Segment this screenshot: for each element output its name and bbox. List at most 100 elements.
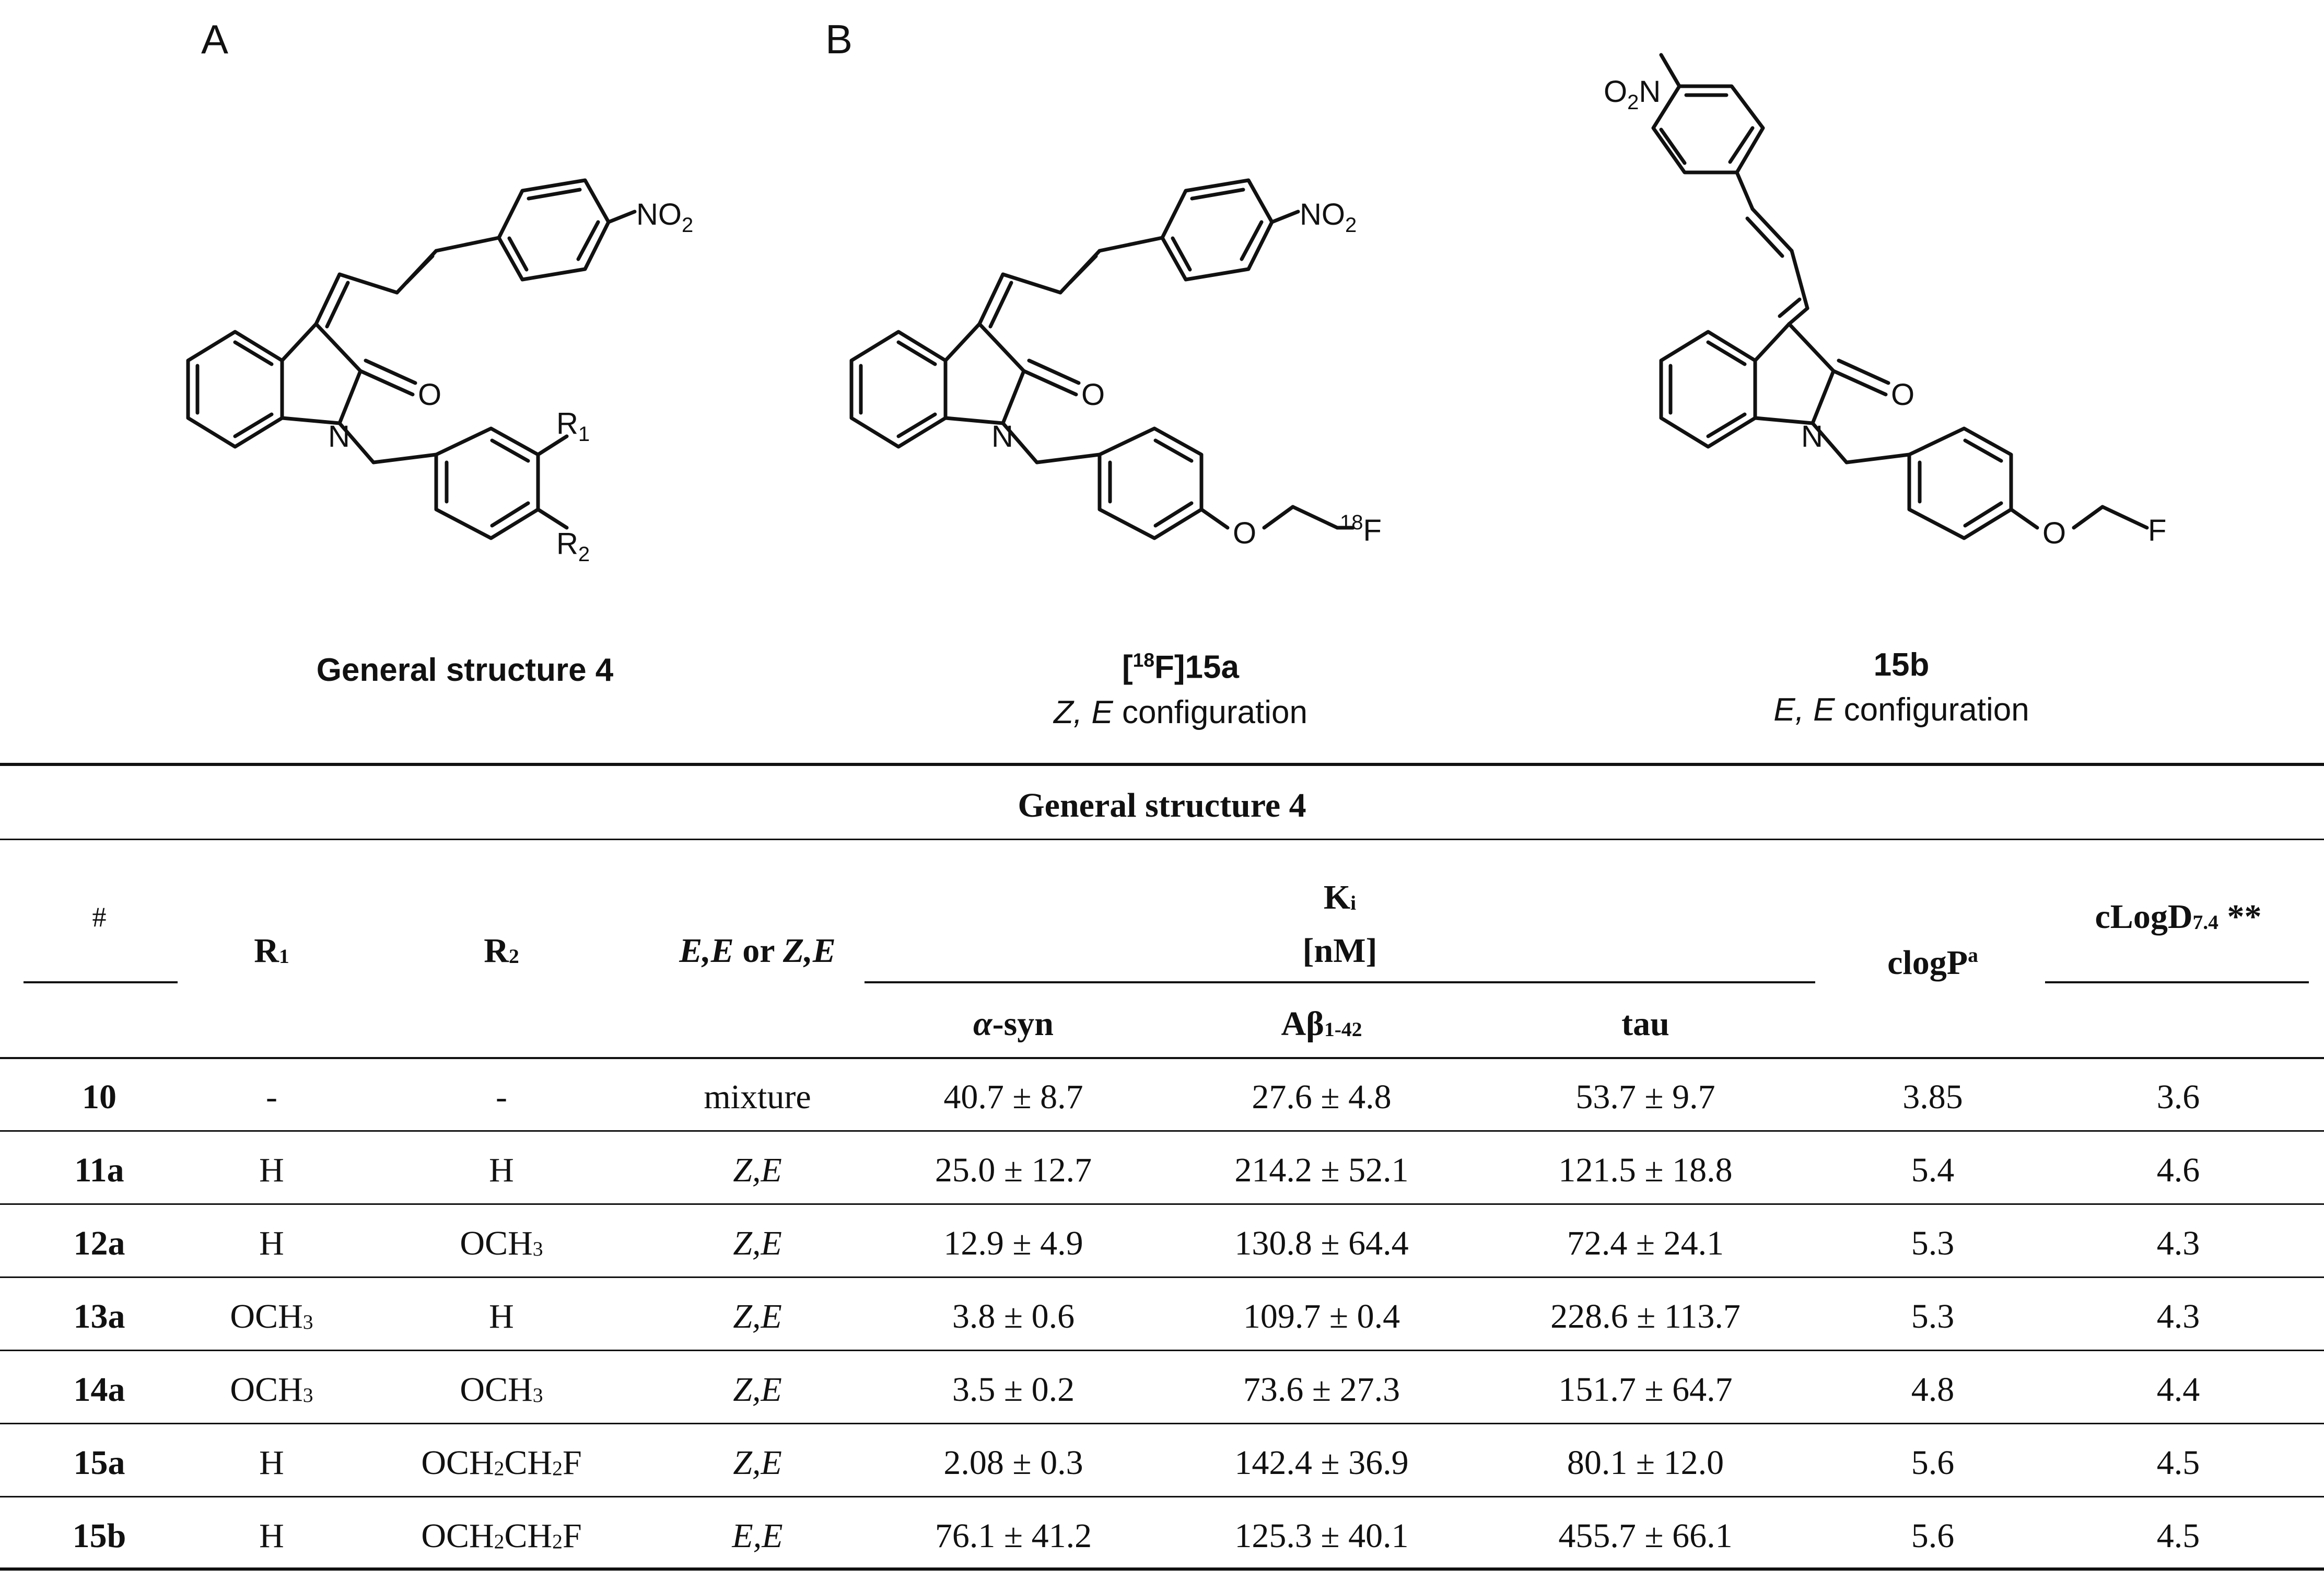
general-r1-label: R1 xyxy=(556,407,590,446)
row-rule xyxy=(0,1203,2324,1205)
cell-abeta: 27.6 ± 4.8 xyxy=(1252,1078,1392,1116)
m15a-f-label: 18F xyxy=(1340,511,1382,548)
cell-config: mixture xyxy=(704,1078,811,1116)
table-title-rule xyxy=(0,839,2324,840)
cell-r1: H xyxy=(259,1151,284,1189)
cell-config: Z,E xyxy=(733,1444,782,1482)
row-rule xyxy=(0,1350,2324,1351)
cell-r2: H xyxy=(489,1151,514,1189)
cell-tau: 121.5 ± 18.8 xyxy=(1558,1151,1733,1189)
cell-asyn: 12.9 ± 4.9 xyxy=(943,1224,1083,1262)
cell-tau: 80.1 ± 12.0 xyxy=(1567,1444,1724,1482)
row-rule xyxy=(0,1496,2324,1497)
cell-r2: OCH3 xyxy=(460,1371,543,1409)
cell-tau: 228.6 ± 113.7 xyxy=(1550,1297,1741,1335)
m15b-n-label: N xyxy=(1801,420,1823,454)
cell-asyn: 76.1 ± 41.2 xyxy=(935,1517,1092,1555)
table-title: General structure 4 xyxy=(1018,786,1306,824)
panel-label-b: B xyxy=(825,16,853,62)
table-bottom-rule xyxy=(0,1567,2324,1571)
cell-id: 10 xyxy=(82,1078,116,1116)
header-tau: tau xyxy=(1621,1005,1669,1043)
cell-abeta: 130.8 ± 64.4 xyxy=(1234,1224,1409,1262)
cell-abeta: 109.7 ± 0.4 xyxy=(1243,1297,1400,1335)
m15b-config: E, E configuration xyxy=(1773,692,2029,728)
general-caption-block: General structure 4 xyxy=(293,648,637,693)
header-abeta: Aβ1-42 xyxy=(1281,1005,1362,1043)
cell-clogd: 4.6 xyxy=(2156,1151,2200,1189)
m15a-caption: [18F]15a xyxy=(1122,649,1239,686)
header-r2: R2 xyxy=(484,932,519,970)
cell-clogp: 3.85 xyxy=(1902,1078,1963,1116)
m15a-ether-o-label: O xyxy=(1233,516,1256,550)
cell-asyn: 3.5 ± 0.2 xyxy=(952,1371,1075,1409)
header-clogp: clogPa xyxy=(1887,944,1978,982)
cell-tau: 53.7 ± 9.7 xyxy=(1575,1078,1715,1116)
cell-id: 15a xyxy=(73,1444,125,1482)
cell-clogp: 5.3 xyxy=(1911,1224,1955,1262)
cell-r2: OCH2CH2F xyxy=(421,1517,582,1555)
cell-r2: OCH2CH2F xyxy=(421,1444,582,1482)
cell-config: E,E xyxy=(732,1517,783,1555)
cell-abeta: 73.6 ± 27.3 xyxy=(1243,1371,1400,1409)
m15a-oxo-label: O xyxy=(1081,378,1105,412)
m15b-oxo-label: O xyxy=(1891,378,1914,412)
chemical-structures: NO2 O N R1 R2 NO2 O N O 18F O2N O N O F xyxy=(186,53,2166,566)
header-bottom-rule xyxy=(0,1057,2324,1059)
cell-clogd: 4.5 xyxy=(2156,1517,2200,1555)
cell-r2: - xyxy=(496,1078,507,1116)
cell-clogp: 5.3 xyxy=(1911,1297,1955,1335)
m15a-n-label: N xyxy=(991,420,1013,454)
cell-abeta: 214.2 ± 52.1 xyxy=(1234,1151,1409,1189)
cell-id: 14a xyxy=(73,1371,125,1409)
header-num-rule xyxy=(24,981,178,983)
header-asyn: α-syn xyxy=(973,1005,1054,1043)
m15a-config: Z, E configuration xyxy=(1054,694,1307,730)
cell-tau: 72.4 ± 24.1 xyxy=(1567,1224,1724,1262)
cell-r2: OCH3 xyxy=(460,1224,543,1262)
cell-asyn: 40.7 ± 8.7 xyxy=(943,1078,1083,1116)
cell-r1: H xyxy=(259,1517,284,1555)
row-rule xyxy=(0,1276,2324,1278)
cell-config: Z,E xyxy=(733,1297,782,1335)
m15b-ether-o-label: O xyxy=(2042,516,2066,550)
general-oxo-label: O xyxy=(418,378,441,412)
cell-config: Z,E xyxy=(733,1371,782,1409)
structure-general xyxy=(186,178,637,540)
general-nitro-label: NO2 xyxy=(636,198,693,237)
cell-r1: - xyxy=(266,1078,277,1116)
general-n-label: N xyxy=(328,420,350,454)
panel-label-a: A xyxy=(201,16,229,62)
cell-clogd: 4.3 xyxy=(2156,1224,2200,1262)
cell-clogp: 5.6 xyxy=(1911,1517,1955,1555)
m15a-caption-block: [18F]15a Z, E configuration xyxy=(982,637,1379,735)
cell-config: Z,E xyxy=(733,1151,782,1189)
header-ki-rule xyxy=(865,981,1815,983)
cell-id: 15b xyxy=(72,1517,126,1555)
structure-15b xyxy=(1651,53,2149,540)
cell-r2: H xyxy=(489,1297,514,1335)
cell-abeta: 142.4 ± 36.9 xyxy=(1234,1444,1409,1482)
cell-id: 12a xyxy=(73,1224,125,1262)
header-r1: R1 xyxy=(254,932,289,970)
cell-r1: H xyxy=(259,1224,284,1262)
m15b-caption: 15b xyxy=(1873,647,1930,683)
cell-asyn: 25.0 ± 12.7 xyxy=(935,1151,1092,1189)
header-clogd-rule xyxy=(2045,981,2309,983)
m15b-nitro-label: O2N xyxy=(1604,75,1661,114)
cell-tau: 151.7 ± 64.7 xyxy=(1558,1371,1733,1409)
general-caption: General structure 4 xyxy=(316,652,614,688)
structure-15a xyxy=(849,178,1355,540)
cell-config: Z,E xyxy=(733,1224,782,1262)
general-r2-label: R2 xyxy=(556,527,590,566)
cell-clogp: 5.6 xyxy=(1911,1444,1955,1482)
row-rule xyxy=(0,1130,2324,1132)
header-num: # xyxy=(92,901,107,933)
cell-r1: OCH3 xyxy=(230,1297,313,1335)
m15b-caption-block: 15b E, E configuration xyxy=(1713,643,2089,733)
m15a-nitro-label: NO2 xyxy=(1300,198,1357,237)
header-clogd: cLogD7.4 ** xyxy=(2095,898,2262,936)
cell-asyn: 3.8 ± 0.6 xyxy=(952,1297,1075,1335)
cell-r1: H xyxy=(259,1444,284,1482)
